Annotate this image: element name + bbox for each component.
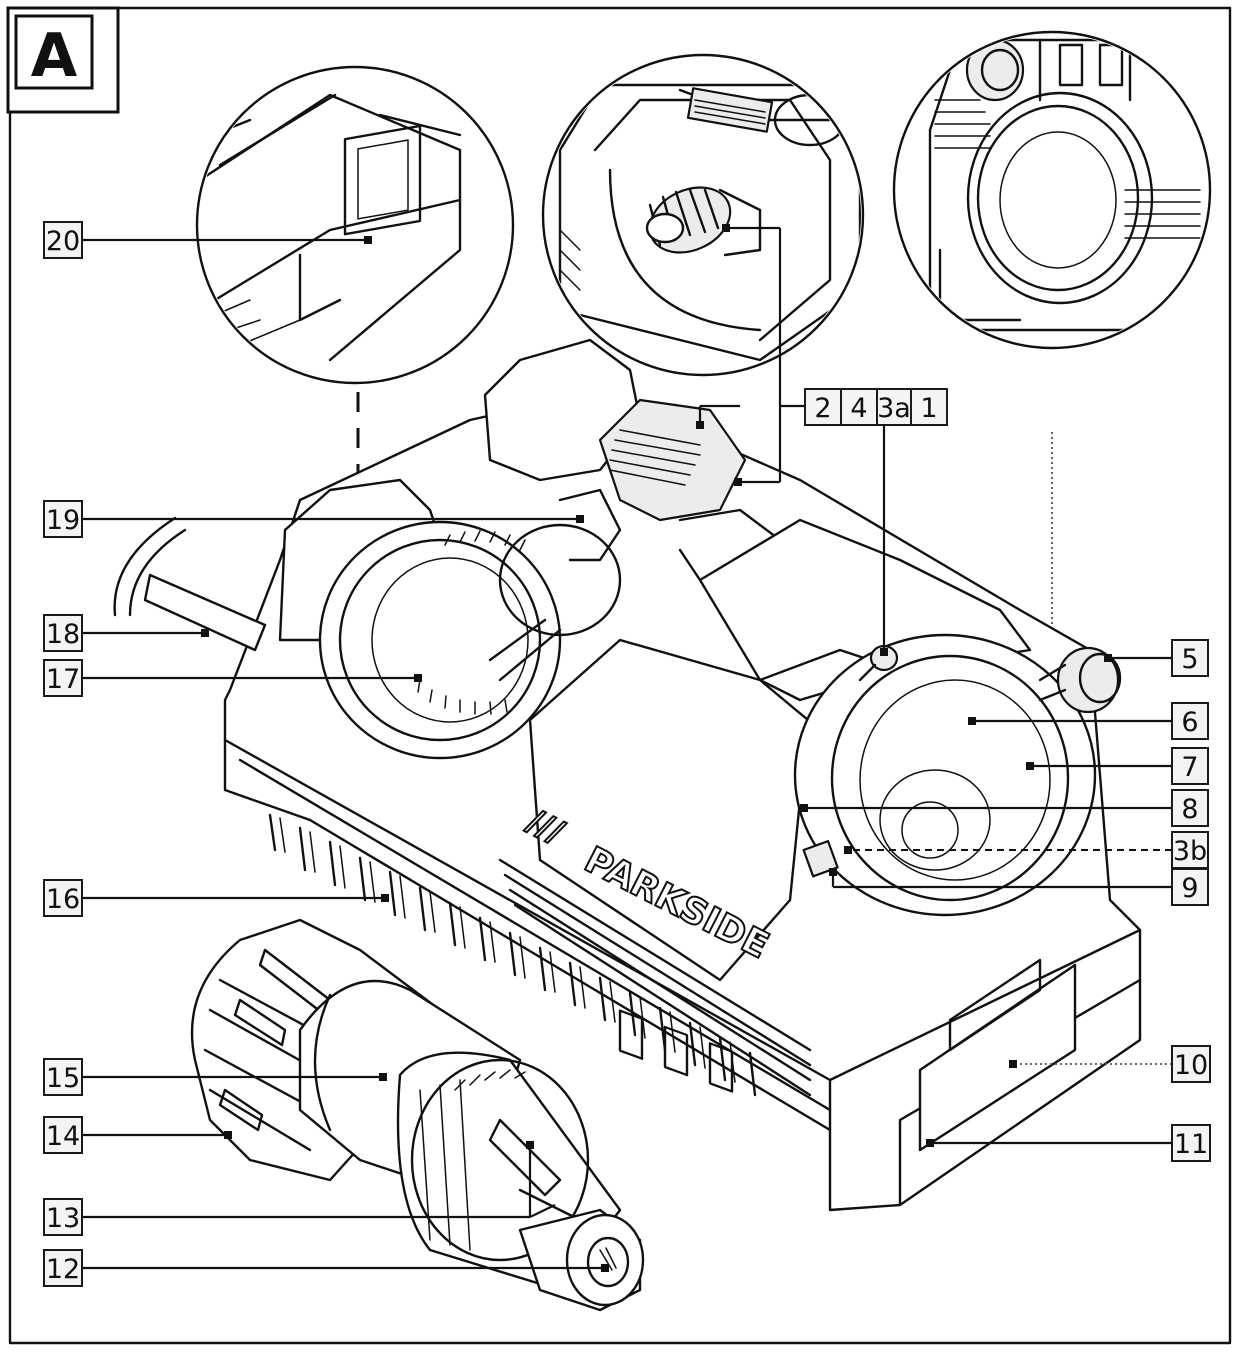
callout-12: 12 [43, 1249, 83, 1287]
callout-14: 14 [43, 1116, 83, 1154]
svg-text:19: 19 [46, 505, 80, 536]
svg-text:12: 12 [46, 1254, 80, 1285]
svg-text:15: 15 [46, 1063, 80, 1094]
svg-text:11: 11 [1174, 1129, 1208, 1160]
svg-text:4: 4 [850, 393, 867, 424]
callout-13: 13 [43, 1198, 83, 1236]
svg-text:3b: 3b [1173, 836, 1207, 867]
detail-circle-switch [195, 65, 515, 385]
callout-5: 5 [1171, 639, 1209, 677]
figure-letter-box [14, 14, 94, 90]
svg-text:1: 1 [920, 393, 937, 424]
svg-text:5: 5 [1181, 644, 1198, 675]
svg-text:10: 10 [1174, 1050, 1208, 1081]
svg-text:13: 13 [46, 1203, 80, 1234]
callout-6: 6 [1171, 702, 1209, 740]
brand-stripes [498, 858, 812, 1097]
svg-text:14: 14 [46, 1121, 80, 1152]
callout-16: 16 [43, 879, 83, 917]
svg-text:16: 16 [46, 884, 80, 915]
callout-2: 2 [804, 388, 842, 426]
center-vents [618, 1009, 734, 1093]
detail-circle-wheel [892, 30, 1212, 350]
svg-text:17: 17 [46, 664, 80, 695]
callout-18: 18 [43, 614, 83, 652]
left-chuck-teeth [417, 530, 526, 715]
callout-4: 4 [840, 388, 878, 426]
callout-17: 17 [43, 659, 83, 697]
callout-8: 8 [1171, 789, 1209, 827]
leader-lines [82, 224, 1172, 1272]
svg-text:3a: 3a [877, 393, 911, 424]
svg-text:18: 18 [46, 619, 80, 650]
svg-text:20: 20 [46, 226, 80, 257]
grinder-body: PARKSIDE /// [113, 338, 1142, 1212]
drill-bit-holder [190, 918, 645, 1312]
callout-1: 1 [910, 388, 948, 426]
callout-19: 19 [43, 500, 83, 538]
figure-letter: A [31, 21, 78, 91]
svg-text:2: 2 [814, 393, 831, 424]
callout-9: 9 [1171, 868, 1209, 906]
svg-text:6: 6 [1181, 707, 1198, 738]
callout-3b: 3b [1171, 831, 1209, 869]
callout-15: 15 [43, 1058, 83, 1096]
callout-20: 20 [43, 221, 83, 259]
callout-10: 10 [1171, 1045, 1211, 1083]
svg-text:9: 9 [1181, 873, 1198, 904]
callout-3a: 3a [876, 388, 912, 426]
callout-11: 11 [1171, 1124, 1211, 1162]
power-cord [113, 516, 267, 652]
base-vents [268, 813, 757, 1097]
detail-circle-knob [541, 53, 865, 377]
svg-text:8: 8 [1181, 794, 1198, 825]
callout-7: 7 [1171, 747, 1209, 785]
svg-text:7: 7 [1181, 752, 1198, 783]
callout-labels: 20 2 4 3a 1 19 18 17 16 15 14 13 12 5 6 … [43, 221, 1211, 1287]
